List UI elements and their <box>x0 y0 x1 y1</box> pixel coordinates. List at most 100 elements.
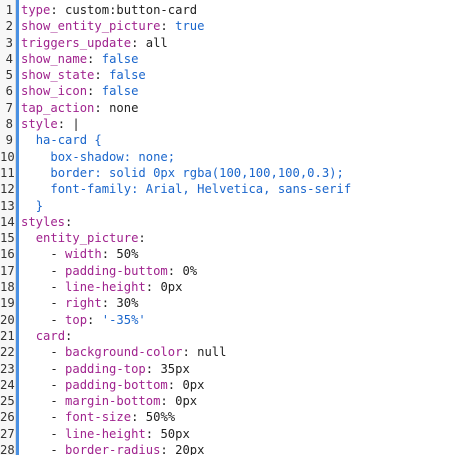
indent: - <box>21 394 66 409</box>
code-text: font-family: Arial, Helvetica, sans-seri… <box>50 182 352 197</box>
code-line[interactable]: - top: '-35%' <box>21 312 474 328</box>
yaml-value: 0% <box>182 263 198 278</box>
yaml-value: 50px <box>160 426 190 441</box>
code-text: box-shadow: none; <box>50 149 176 164</box>
code-line[interactable]: } <box>21 198 474 214</box>
indent <box>21 329 36 343</box>
yaml-key: padding-buttom <box>65 263 168 278</box>
code-line[interactable]: - right: 30% <box>21 295 474 311</box>
key-separator: : <box>57 117 73 132</box>
line-number: 13 <box>0 198 15 213</box>
line-number: 19 <box>0 296 15 311</box>
yaml-key: right <box>65 296 102 311</box>
indent: - <box>21 263 66 278</box>
code-line[interactable]: - width: 50% <box>21 246 474 262</box>
yaml-key: font-size <box>65 410 132 425</box>
code-line[interactable]: - border-radius: 20px <box>21 442 474 455</box>
code-line[interactable]: show_name: false <box>21 51 474 67</box>
code-line[interactable]: card: <box>21 328 474 344</box>
code-line[interactable]: ha-card { <box>21 132 474 148</box>
code-line[interactable]: - padding-top: 35px <box>21 361 474 377</box>
code-line[interactable]: style: | <box>21 116 474 132</box>
key-separator: : <box>145 361 161 376</box>
active-gutter-indicator <box>16 0 19 455</box>
code-line[interactable]: font-family: Arial, Helvetica, sans-seri… <box>21 181 474 197</box>
code-line[interactable]: show_entity_picture: true <box>21 18 474 34</box>
yaml-value: custom:button-card <box>65 3 198 17</box>
code-line[interactable]: triggers_update: all <box>21 35 474 51</box>
indent: - <box>21 247 66 262</box>
key-separator: : <box>94 100 110 115</box>
indent <box>21 133 36 147</box>
code-line[interactable]: show_state: false <box>21 67 474 83</box>
yaml-key: border-radius <box>65 443 161 455</box>
yaml-key: show_name <box>21 51 88 66</box>
code-line[interactable]: styles: <box>21 214 474 230</box>
yaml-key: type <box>21 3 51 17</box>
line-number: 7 <box>5 100 13 115</box>
yaml-key: styles <box>21 214 66 229</box>
line-number: 2 <box>5 19 13 34</box>
yaml-key: entity_picture <box>35 231 139 246</box>
yaml-key: width <box>65 247 102 262</box>
key-separator: : <box>160 19 176 34</box>
yaml-key: triggers_update <box>21 35 132 50</box>
line-number: 18 <box>0 280 15 295</box>
code-line[interactable]: box-shadow: none; <box>21 149 474 165</box>
key-separator: : <box>101 296 117 311</box>
yaml-value: all <box>145 35 168 50</box>
yaml-key: top <box>65 312 88 327</box>
key-separator: : <box>160 394 176 409</box>
code-text: ha-card { <box>35 133 102 148</box>
yaml-value: true <box>175 19 205 34</box>
indent <box>21 182 50 196</box>
code-line[interactable]: type: custom:button-card <box>21 2 474 18</box>
line-number: 20 <box>0 312 15 327</box>
key-separator: : <box>160 443 176 455</box>
code-line[interactable]: - padding-bottom: 0px <box>21 377 474 393</box>
code-line[interactable]: tap_action: none <box>21 100 474 116</box>
indent <box>21 166 50 180</box>
yaml-key: card <box>35 328 66 343</box>
indent: - <box>21 377 66 392</box>
yaml-value: none <box>109 100 139 115</box>
line-number: 26 <box>0 410 15 425</box>
line-number: 10 <box>0 149 15 164</box>
code-text: } <box>35 198 44 213</box>
indent <box>21 150 50 164</box>
line-number: 15 <box>0 231 15 246</box>
code-line[interactable]: - margin-bottom: 0px <box>21 393 474 409</box>
yaml-value: '-35%' <box>101 312 146 327</box>
key-separator: : <box>87 84 102 99</box>
key-separator: : <box>94 68 110 83</box>
line-number: 24 <box>0 377 15 392</box>
yaml-key: show_icon <box>21 84 88 99</box>
code-line[interactable]: - font-size: 50%% <box>21 409 474 425</box>
line-number: 1 <box>5 3 13 17</box>
key-separator: : <box>167 377 183 392</box>
yaml-value: 35px <box>160 361 190 376</box>
code-line[interactable]: - line-height: 50px <box>21 426 474 442</box>
key-separator: : <box>50 3 66 17</box>
code-line[interactable]: entity_picture: <box>21 230 474 246</box>
yaml-key: show_entity_picture <box>21 19 161 34</box>
key-separator: : <box>131 35 146 50</box>
code-line[interactable]: - line-height: 0px <box>21 279 474 295</box>
yaml-key: tap_action <box>21 100 95 115</box>
yaml-value: 50% <box>116 247 139 262</box>
code-line[interactable]: show_icon: false <box>21 83 474 99</box>
yaml-value: false <box>101 84 139 99</box>
code-line[interactable]: - background-color: null <box>21 344 474 360</box>
indent: - <box>21 426 66 441</box>
code-line[interactable]: border: solid 0px rgba(100,100,100,0.3); <box>21 165 474 181</box>
line-number: 14 <box>0 214 15 229</box>
code-line[interactable]: - padding-buttom: 0% <box>21 263 474 279</box>
yaml-key: padding-bottom <box>65 377 168 392</box>
line-number: 12 <box>0 182 15 197</box>
line-number: 6 <box>5 84 13 99</box>
yaml-key: background-color <box>65 345 183 360</box>
line-number: 9 <box>5 133 13 148</box>
